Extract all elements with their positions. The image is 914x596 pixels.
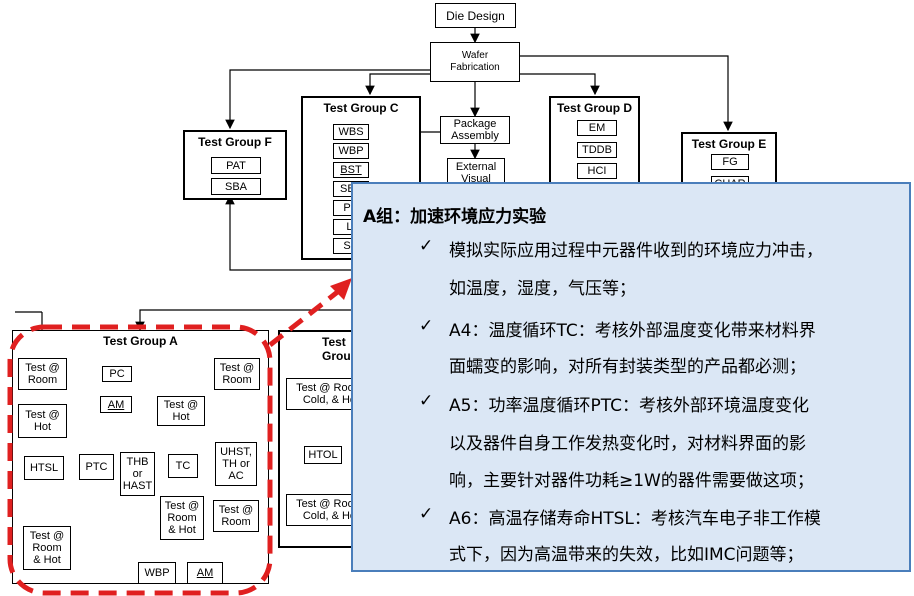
test-room-box-2: Test @ Room	[214, 358, 260, 390]
test-group-c-title: Test Group C	[323, 101, 399, 115]
callout-line-1: 模拟实际应用过程中元器件收到的环境应力冲击，	[449, 241, 823, 261]
check-icon: ✓	[419, 391, 434, 411]
test-group-a-title: Test Group A	[103, 334, 178, 348]
callout-pointer-line	[268, 288, 342, 347]
test-room-box: Test @ Room	[18, 358, 67, 390]
tc-box: TC	[168, 454, 198, 478]
am-box: AM	[100, 396, 132, 413]
sba-box: SBA	[211, 178, 261, 195]
bst-box: BST	[333, 162, 369, 178]
callout-line-6: 以及器件自身工作发热变化时，对材料界面的影	[449, 434, 806, 454]
wbp-box: WBP	[333, 143, 369, 159]
die-design-box: Die Design	[435, 3, 516, 28]
ptc-box: PTC	[79, 454, 114, 480]
test-group-e-title: Test Group E	[691, 137, 767, 151]
test-room-box-3: Test @ Room	[213, 500, 259, 532]
callout-line-4: 面蠕变的影响，对所有封装类型的产品都必测；	[449, 357, 806, 377]
pc-box: PC	[102, 366, 132, 382]
callout-line-7: 响，主要针对器件功耗≥1W的器件需要做这项；	[449, 471, 814, 491]
htsl-box: HTSL	[24, 456, 64, 480]
check-icon: ✓	[419, 236, 434, 256]
callout-line-5: A5：功率温度循环PTC：考核外部环境温度变化	[449, 396, 809, 416]
pat-box: PAT	[211, 157, 261, 174]
callout-line-9: 式下，因为高温带来的失效，比如IMC问题等；	[449, 545, 804, 565]
callout-line-2: 如温度，湿度，气压等；	[449, 279, 636, 299]
test-group-d: Test Group D EM TDDB HCI	[549, 96, 640, 192]
htol-box: HTOL	[304, 446, 342, 464]
callout-line-8: A6：高温存储寿命HTSL：考核汽车电子非工作模	[449, 509, 821, 529]
wbs-box: WBS	[333, 124, 369, 140]
wbp-box-a: WBP	[138, 562, 176, 584]
fg-box: FG	[711, 154, 749, 170]
wafer-fabrication-box: Wafer Fabrication	[430, 42, 520, 82]
test-group-f: Test Group F PAT SBA	[183, 130, 287, 200]
test-hot-box: Test @ Hot	[18, 404, 67, 438]
test-room-hot-box: Test @ Room & Hot	[160, 496, 204, 540]
test-group-f-title: Test Group F	[198, 135, 272, 149]
callout-title: A组：加速环境应力实验	[363, 207, 547, 227]
thb-hast-box: THB or HAST	[120, 452, 155, 496]
tddb-box: TDDB	[577, 142, 617, 158]
check-icon: ✓	[419, 504, 434, 524]
am-box-2: AM	[187, 562, 223, 584]
test-hot-box-2: Test @ Hot	[157, 396, 205, 426]
callout-panel: A组：加速环境应力实验 ✓ 模拟实际应用过程中元器件收到的环境应力冲击， 如温度…	[351, 182, 911, 572]
hci-box: HCI	[577, 163, 617, 179]
check-icon: ✓	[419, 316, 434, 336]
callout-line-3: A4：温度循环TC：考核外部温度变化带来材料界	[449, 321, 816, 341]
uhst-th-ac-box: UHST, TH or AC	[215, 442, 257, 486]
package-assembly-box: Package Assembly	[440, 116, 510, 144]
group-a-highlight	[7, 324, 273, 596]
callout-pointer-arrow	[330, 278, 352, 300]
em-box: EM	[577, 120, 617, 136]
test-group-d-title: Test Group D	[556, 101, 633, 115]
test-room-hot-box-2: Test @ Room & Hot	[23, 526, 71, 570]
